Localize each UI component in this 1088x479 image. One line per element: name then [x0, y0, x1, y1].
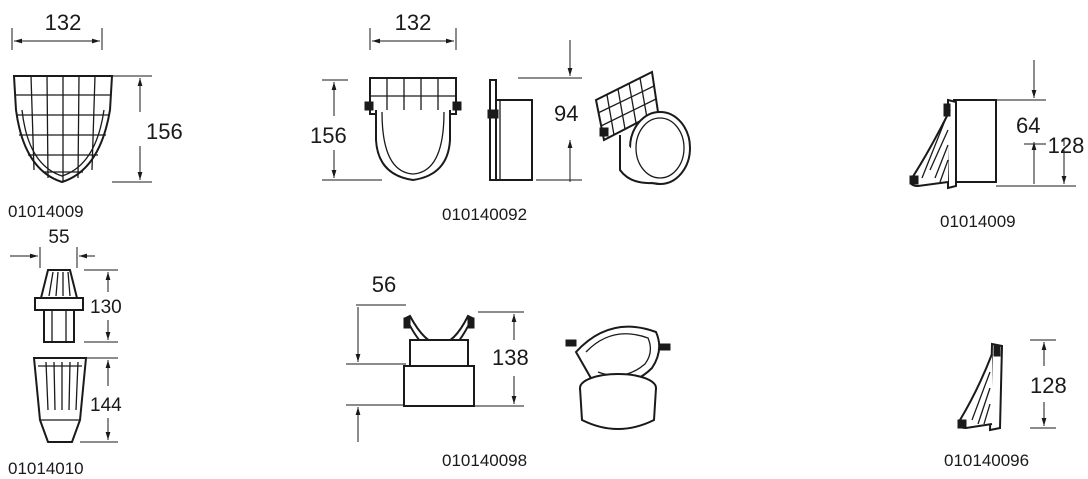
saddle-adapter-3d-icon: [565, 325, 671, 430]
drawing-grate-front: 132 156 01014009: [8, 10, 183, 221]
part-code: 010140092: [442, 205, 527, 224]
width-dimension: 132: [45, 10, 82, 35]
depth-dimension: 64: [1016, 113, 1040, 138]
height-dimension: 138: [492, 345, 529, 370]
drawing-grate-adapter: 132 156: [310, 10, 691, 224]
grate-side-icon: [909, 98, 997, 190]
part-code: 010140098: [442, 451, 527, 470]
part-code: 010140096: [944, 451, 1029, 470]
grate-front-icon: [12, 75, 114, 184]
height-dimension-top: 130: [90, 297, 122, 318]
width-dimension: 132: [395, 10, 432, 35]
drawing-saddle-adapter: 56 138 010140098: [346, 272, 671, 470]
height-dimension: 128: [1030, 373, 1067, 398]
grate-adapter-front-icon: [364, 77, 462, 182]
adapter-side-icon: [487, 79, 533, 181]
saddle-adapter-front-icon: [403, 314, 475, 407]
part-code: 01014010: [8, 459, 84, 478]
height-dimension: 128: [1048, 133, 1085, 158]
height-dimension: 156: [146, 119, 183, 144]
drawing-strainer: 55 130: [8, 227, 122, 478]
strainer-basket-icon: [32, 357, 88, 443]
gutter-guard-side-icon: [957, 342, 1004, 432]
part-code: 01014009: [940, 212, 1016, 231]
depth-dimension: 94: [554, 101, 578, 126]
part-code: 01014009: [8, 202, 84, 221]
drawing-grate-side: 64 128 01014009: [909, 60, 1085, 231]
height-dimension: 156: [310, 123, 347, 148]
grate-adapter-3d-icon: [594, 70, 691, 185]
drawing-gutter-guard: 128 010140096: [944, 339, 1067, 470]
height-dimension-bottom: 144: [90, 395, 122, 416]
depth-dimension: 56: [372, 272, 396, 297]
leaf-guard-strainer-icon: [34, 269, 84, 343]
width-dimension: 55: [48, 227, 69, 248]
